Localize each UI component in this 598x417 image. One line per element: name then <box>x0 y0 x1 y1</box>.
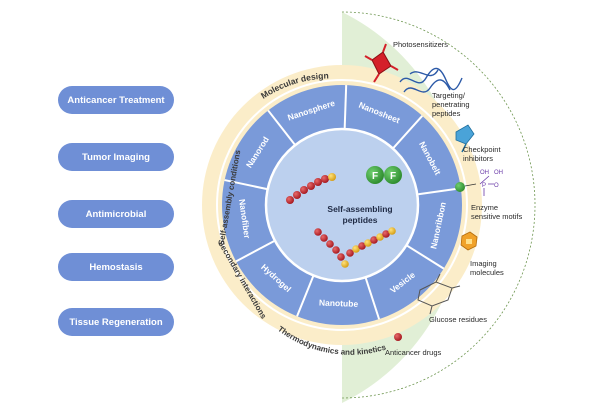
application-pill-antimicrobial: Antimicrobial <box>58 200 174 228</box>
center-title-line-2: peptides <box>343 215 378 225</box>
segment-divider <box>235 240 275 263</box>
targeting-label-line-3: peptides <box>432 109 461 118</box>
design-ring-border <box>216 79 468 331</box>
enzyme-label-line-2: sensitive motifs <box>471 212 523 221</box>
application-pill-hemostasis: Hemostasis <box>58 253 174 281</box>
checkpoint-inhibitor-icon <box>455 124 475 153</box>
targeting-label-line-2: penetrating <box>432 100 470 109</box>
segment-divider <box>343 85 348 129</box>
phenylalanine-badge-2 <box>384 166 402 184</box>
checkpoint-label-line-1: Checkpoint <box>463 145 501 154</box>
segment-divider <box>392 115 424 149</box>
phenylalanine-badge-1 <box>366 166 384 184</box>
enzyme-motif-icon <box>455 175 494 196</box>
center-title-line-1: Self-assembling <box>327 204 392 214</box>
segment-divider <box>406 244 445 270</box>
segment-dividers <box>224 85 461 320</box>
peptide-chain-gold <box>346 227 396 257</box>
peptide-chain-mixed <box>314 228 349 268</box>
photosensitizer-star-icon <box>364 43 399 83</box>
glucose-ring-icon <box>417 273 461 315</box>
targeting-label-line-1: Targeting/ <box>432 91 466 100</box>
segment-divider <box>364 277 381 320</box>
segment-divider <box>224 179 267 190</box>
application-pill-anticancer: Anticancer Treatment <box>58 86 174 114</box>
chem-oh-1: OH <box>480 170 489 176</box>
anticancer-drugs-label: Anticancer drugs <box>385 348 442 357</box>
segment-divider <box>267 109 296 145</box>
imaging-molecule-icon <box>460 231 478 251</box>
imaging-label-line-2: molecules <box>470 268 504 277</box>
peptide-chain-red <box>286 173 336 204</box>
photosensitizers-label: Photosensitizers <box>393 40 448 49</box>
center-disc <box>264 127 420 283</box>
nanostructure-label-nanotube: Nanotube <box>319 298 359 309</box>
targeting-peptide-icon <box>399 67 463 93</box>
chem-o: O <box>494 183 499 189</box>
chem-p: P <box>482 183 486 189</box>
segment-divider <box>296 276 315 317</box>
anticancer-drug-icon <box>394 333 402 341</box>
checkpoint-label-line-2: inhibitors <box>463 154 493 163</box>
application-pill-tissue-regeneration: Tissue Regeneration <box>58 308 174 336</box>
enzyme-label-line-1: Enzyme <box>471 203 498 212</box>
imaging-label-line-1: Imaging <box>470 259 497 268</box>
cargo-divider <box>341 11 536 399</box>
chem-oh-2: OH <box>494 170 503 176</box>
badge-letter-2: F <box>390 171 396 182</box>
segment-divider <box>418 187 461 196</box>
glucose-label: Glucose residues <box>429 315 487 324</box>
application-pill-tumor-imaging: Tumor Imaging <box>58 143 174 171</box>
badge-letter-1: F <box>372 171 378 182</box>
